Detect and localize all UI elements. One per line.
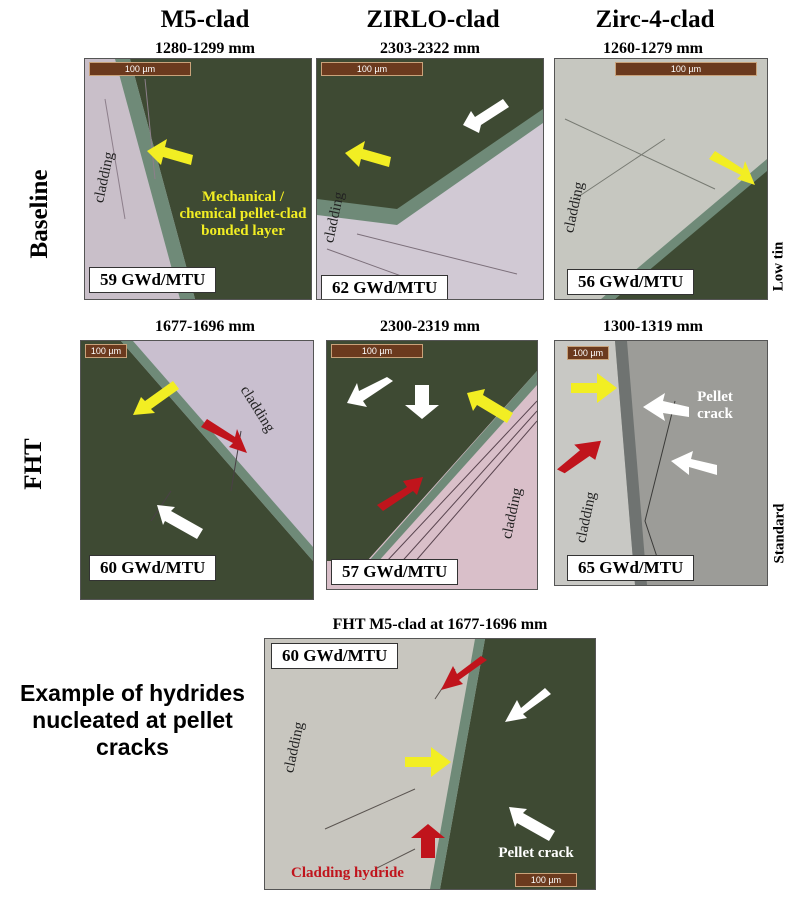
range-label-b2: 2303-2322 mm [380,40,480,57]
right-label-low-tin: Low tin [770,241,787,292]
micrograph-f3: 100 µm cladding Pellet crack 65 GWd/MTU [554,340,768,586]
column-header-zirc4: Zirc-4-clad [595,6,715,33]
micrograph-b1: 100 µm cladding Mechanical / chemical pe… [84,58,312,300]
micrograph-bottom-image [265,639,595,889]
range-label-f1: 1677-1696 mm [155,318,255,335]
white-arrow-icon [643,393,689,421]
range-label-f3: 1300-1319 mm [603,318,703,335]
yellow-arrow-icon [345,141,391,167]
scale-bar: 100 µm [615,62,757,76]
burnup-label-b1: 59 GWd/MTU [89,267,217,293]
micrograph-b1-image [85,59,311,299]
micrograph-b3: 100 µm cladding 56 GWd/MTU [554,58,768,300]
burnup-label-f1: 60 GWd/MTU [89,555,217,581]
burnup-label-bottom: 60 GWd/MTU [271,643,399,669]
yellow-arrow-icon [147,139,193,165]
white-arrow-icon [157,505,203,539]
red-arrow-icon [377,477,423,511]
red-arrow-icon [557,440,601,474]
example-text: Example of hydrides nucleated at pellet … [20,680,245,760]
bonded-layer-annotation: Mechanical / chemical pellet-clad bonded… [179,189,307,239]
yellow-arrow-icon [467,389,513,423]
pellet-crack-annotation: Pellet crack [498,845,574,861]
micrograph-f2: 100 µm cladding 57 GWd/MTU [326,340,538,590]
row-header-fht: FHT [20,438,47,490]
yellow-arrow-icon [709,151,755,185]
red-arrow-icon [441,656,487,690]
bottom-panel-title: FHT M5-clad at 1677-1696 mm [332,616,548,633]
red-arrow-icon [411,824,445,858]
micrograph-b3-image [555,59,767,299]
pellet-crack-annotation: Pellet crack [697,389,733,422]
range-label-f2: 2300-2319 mm [380,318,480,335]
white-arrow-icon [405,385,439,419]
yellow-arrow-icon [571,373,617,403]
white-arrow-icon [463,99,509,133]
range-label-b1: 1280-1299 mm [155,40,255,57]
row-header-baseline: Baseline [26,169,53,259]
burnup-label-f2: 57 GWd/MTU [331,559,459,585]
scale-bar: 100 µm [567,346,609,360]
micrograph-b2-image [317,59,543,299]
scale-bar: 100 µm [85,344,127,358]
scale-bar: 100 µm [89,62,191,76]
white-arrow-icon [505,688,551,722]
micrograph-f3-image [555,341,767,585]
right-label-standard: Standard [771,503,788,564]
scale-bar: 100 µm [321,62,423,76]
column-header-m5: M5-clad [160,6,250,33]
micrograph-b2: 100 µm cladding 62 GWd/MTU [316,58,544,300]
micrograph-bottom: 60 GWd/MTU cladding Pellet crack Claddin… [264,638,596,890]
white-arrow-icon [347,377,393,407]
range-label-b3: 1260-1279 mm [603,40,703,57]
burnup-label-b2: 62 GWd/MTU [321,275,449,299]
burnup-label-f3: 65 GWd/MTU [567,555,695,581]
micrograph-f1: 100 µm cladding 60 GWd/MTU [80,340,314,600]
scale-bar: 100 µm [515,873,577,887]
burnup-label-b3: 56 GWd/MTU [567,269,695,295]
scale-bar: 100 µm [331,344,423,358]
white-arrow-icon [509,807,555,841]
red-arrow-icon [201,419,247,453]
yellow-arrow-icon [405,747,451,777]
cladding-hydride-annotation: Cladding hydride [291,865,404,881]
column-header-zirlo: ZIRLO-clad [366,6,500,33]
white-arrow-icon [671,451,717,475]
yellow-arrow-icon [133,381,179,415]
